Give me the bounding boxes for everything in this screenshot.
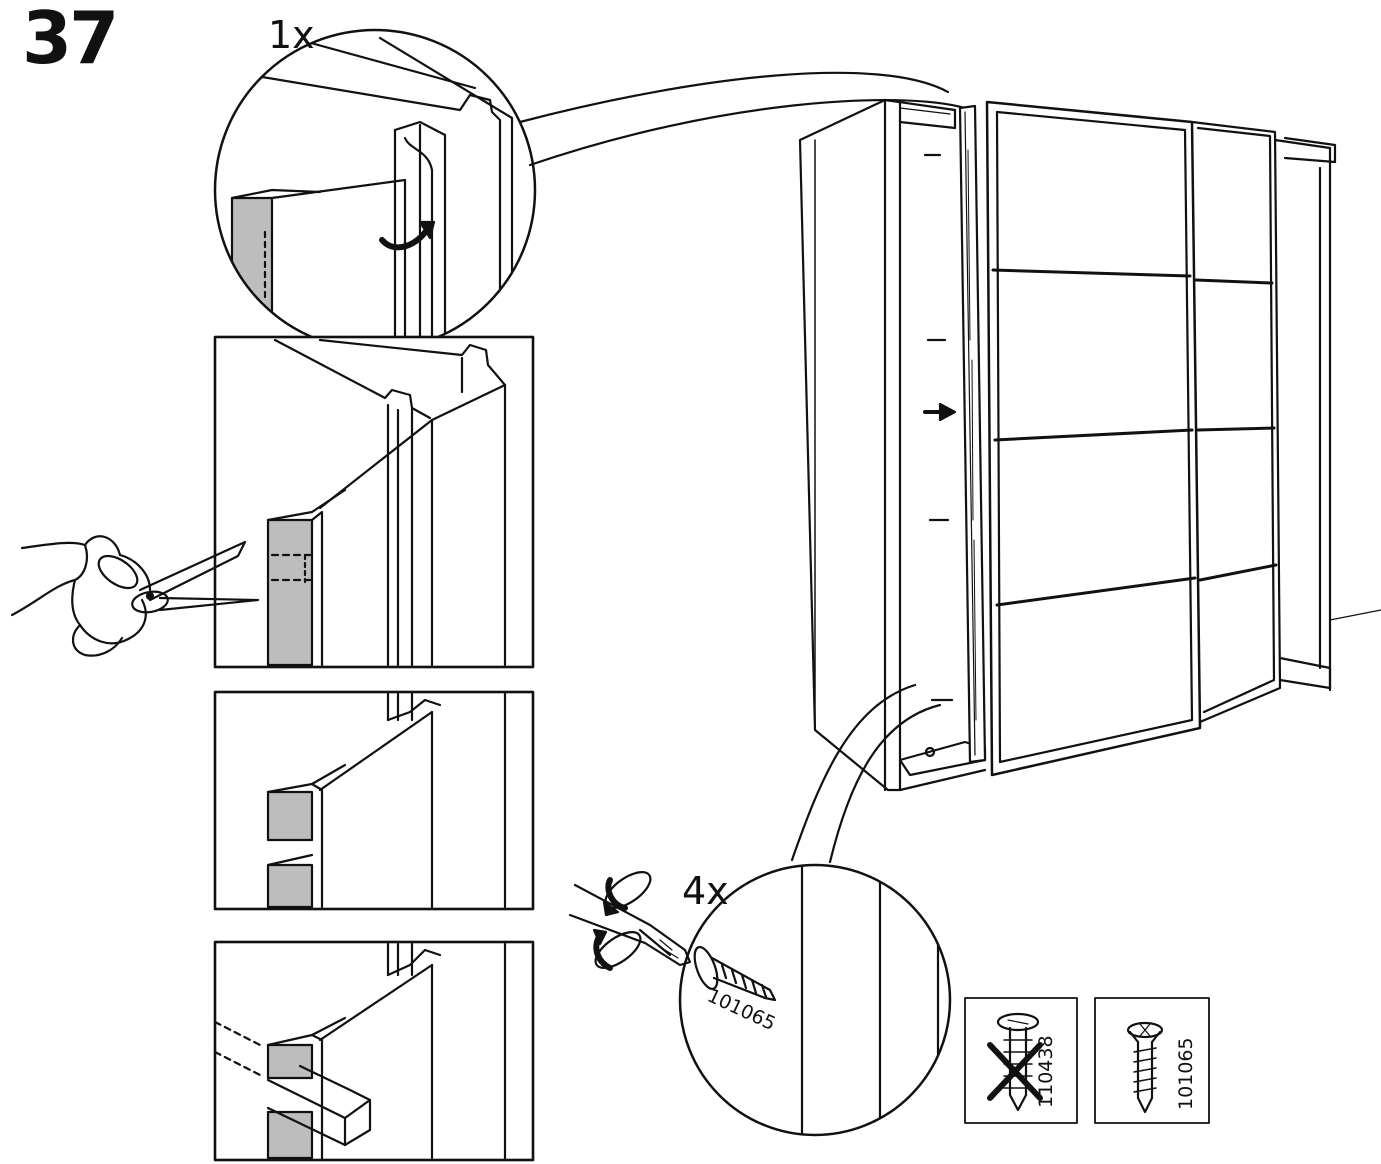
- step-number: 37: [22, 0, 119, 80]
- part-box-correct: [1094, 997, 1210, 1124]
- detail-panel-notched: [213, 690, 535, 911]
- quantity-label-top: 1x: [268, 13, 315, 57]
- screwdriver-icon: [568, 871, 692, 971]
- correct-screw-code: 101065: [1175, 1037, 1197, 1110]
- detail-panel-stick: [213, 940, 535, 1162]
- detail-panel-cut: [213, 335, 535, 669]
- screw-part-label: 101065: [704, 985, 779, 1036]
- wardrobe-illustration: [798, 98, 1381, 792]
- cross-out-icon: [987, 1042, 1043, 1101]
- detail-circle-screw: [678, 683, 952, 1137]
- wrong-screw-code: 110438: [1035, 1035, 1057, 1108]
- part-box-wrong: [964, 997, 1078, 1124]
- hand-scissors-icon: [10, 535, 260, 657]
